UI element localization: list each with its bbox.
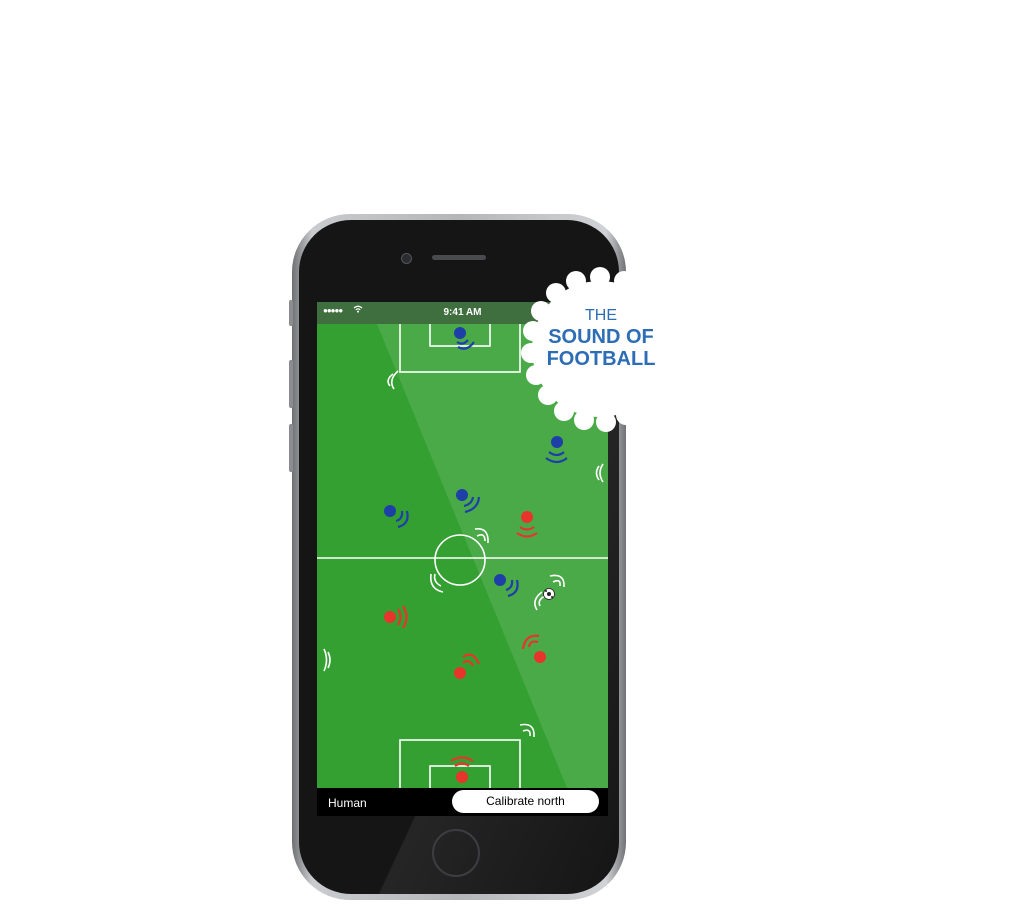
logo-line-sound-of: SOUND OF: [548, 326, 654, 348]
mode-label[interactable]: Human: [328, 796, 367, 810]
red-player: [450, 756, 474, 783]
blue-player: [384, 505, 409, 529]
logo-line-the: THE: [585, 307, 617, 324]
calibrate-north-button[interactable]: Calibrate north: [452, 790, 599, 813]
home-button[interactable]: [432, 829, 480, 877]
volume-down-button: [289, 424, 293, 472]
mute-switch: [289, 300, 293, 326]
blue-player: [545, 436, 568, 464]
signal-icon: ●●●●●: [323, 306, 343, 315]
blue-player: [456, 489, 481, 514]
red-player: [521, 634, 546, 663]
volume-up-button: [289, 360, 293, 408]
red-player: [454, 653, 481, 679]
sound-wave-icon: [323, 370, 604, 738]
earpiece-speaker: [432, 255, 486, 260]
logo-line-football: FOOTBALL: [547, 348, 656, 370]
blue-player: [494, 574, 519, 598]
wifi-icon: [353, 305, 363, 315]
bottom-bar: Human Calibrate north: [317, 788, 608, 816]
sound-of-football-logo: THE SOUND OF FOOTBALL: [516, 263, 669, 435]
red-player: [516, 511, 538, 538]
football-icon: [543, 588, 555, 600]
red-player: [384, 605, 408, 629]
status-time: 9:41 AM: [443, 307, 482, 318]
blue-player: [454, 327, 475, 350]
front-camera: [401, 253, 412, 264]
